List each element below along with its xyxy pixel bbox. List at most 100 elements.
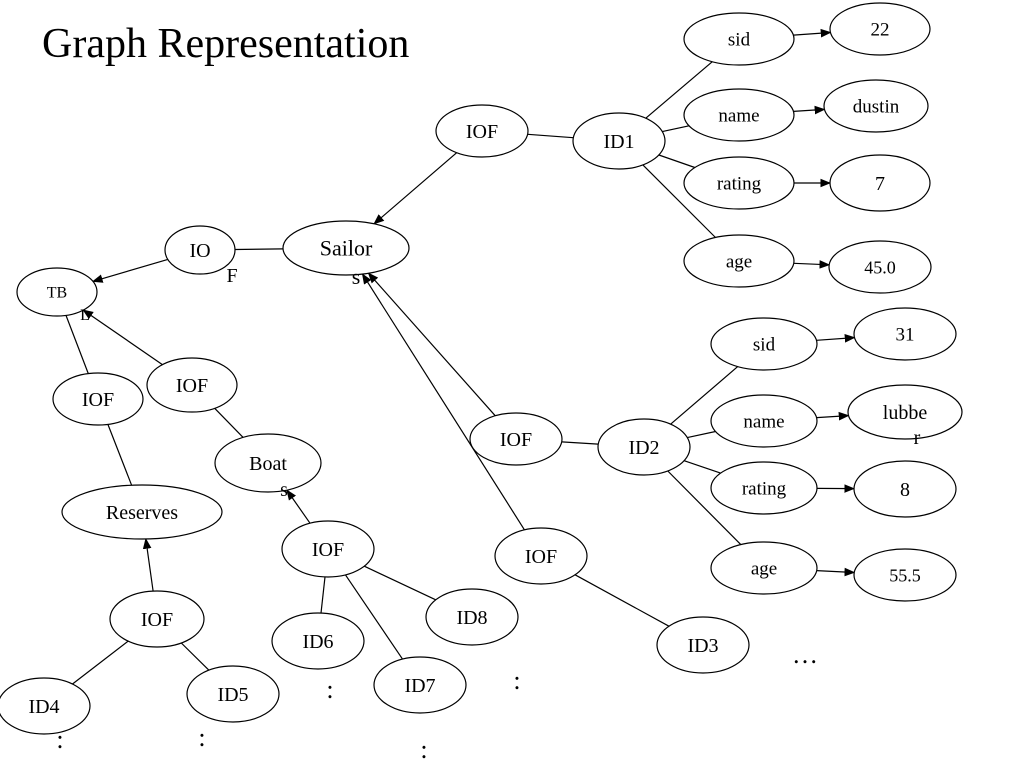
continuation-colon_id8: : xyxy=(513,666,520,695)
edge-sid1-to-v22 xyxy=(793,28,832,38)
node-v22-shape xyxy=(829,2,931,56)
node-id2-shape xyxy=(597,418,691,476)
node-vdustin-label: dustin xyxy=(853,97,900,118)
node-id6-shape xyxy=(271,612,365,670)
node-age1: age xyxy=(683,234,795,288)
node-rating1: rating xyxy=(683,156,795,210)
node-iof_res: IOF xyxy=(109,590,205,648)
node-tbl-label: TB xyxy=(47,285,67,302)
continuation-colon_id4: : xyxy=(56,725,63,754)
node-id4-label: ID4 xyxy=(28,696,59,718)
edge-id2-to-rating2 xyxy=(683,460,721,474)
node-v8: 8 xyxy=(853,460,957,518)
node-iof_id3-label: IOF xyxy=(525,546,557,568)
edge-iof_tbl_boats-to-boats xyxy=(214,407,244,438)
node-boats-label-wrap: s xyxy=(280,479,288,501)
node-name1-label: name xyxy=(718,106,759,127)
node-id7-shape xyxy=(373,656,467,714)
node-vlubber-label: lubbe xyxy=(883,402,928,424)
node-id1-label: ID1 xyxy=(603,131,634,153)
node-name2-shape xyxy=(710,394,818,448)
node-v8-label: 8 xyxy=(900,479,910,501)
node-iof_boats-shape xyxy=(281,520,375,578)
node-tbl-shape xyxy=(16,267,98,317)
node-v22-label: 22 xyxy=(871,20,890,41)
node-reserves-shape xyxy=(61,484,223,540)
edge-iof_res-to-reserves xyxy=(142,537,154,592)
node-age2-label: age xyxy=(751,559,777,580)
node-age1-label: age xyxy=(726,252,752,273)
edge-age2-to-v555 xyxy=(816,567,856,577)
node-iof_tbl_reserves-label: IOF xyxy=(82,389,114,411)
node-boats-shape xyxy=(214,433,322,493)
edge-iof_tbl_reserves-to-reserves xyxy=(107,424,133,486)
node-id3-label: ID3 xyxy=(687,635,718,657)
node-iof_tbl_boats-label: IOF xyxy=(176,375,208,397)
node-sid2-label: sid xyxy=(753,335,776,356)
node-v7: 7 xyxy=(829,154,931,212)
node-iof_tbl_sailors-label: IO xyxy=(189,240,210,262)
node-iof_id3-shape xyxy=(494,527,588,585)
node-name1-shape xyxy=(683,88,795,142)
node-v555: 55.5 xyxy=(853,548,957,602)
node-v8-shape xyxy=(853,460,957,518)
node-rating2-label: rating xyxy=(742,479,787,500)
edge-id1-to-rating1 xyxy=(658,154,695,169)
continuation-colon_id6: : xyxy=(326,675,333,704)
node-rating1-label: rating xyxy=(717,174,762,195)
node-iof_top-label: IOF xyxy=(466,121,498,143)
edge-iof_boats-to-id8 xyxy=(364,565,436,601)
edge-iof_res-to-id4 xyxy=(72,640,129,685)
edge-iof_boats-to-id6 xyxy=(320,576,326,614)
node-sid1: sid xyxy=(683,12,795,66)
node-iof_top-shape xyxy=(435,104,529,158)
edge-id1-to-age1 xyxy=(642,164,716,238)
edge-sid2-to-v31 xyxy=(816,333,856,343)
node-sailors-shape xyxy=(282,220,410,276)
node-reserves-label: Reserves xyxy=(106,502,178,524)
node-age2-shape xyxy=(710,541,818,595)
edge-id1-to-name1 xyxy=(662,125,690,133)
node-boats: Boat s xyxy=(214,433,322,501)
node-rating2-shape xyxy=(710,461,818,515)
node-iof_tbl_boats-shape xyxy=(146,357,238,413)
edge-iof_id2-to-id2 xyxy=(561,441,599,445)
node-boats-label: Boat xyxy=(249,453,287,475)
node-reserves: Reserves xyxy=(61,484,223,540)
node-id3: ID3 xyxy=(656,616,750,674)
node-v31-label: 31 xyxy=(896,325,915,346)
node-v45-label: 45.0 xyxy=(864,257,896,277)
edge-iof_tbl_sailors-to-sailors xyxy=(234,248,284,251)
node-name1: name xyxy=(683,88,795,142)
edge-iof_id2-to-sailors xyxy=(367,272,496,417)
node-id5: ID5 xyxy=(186,665,280,723)
node-id4: ID4 xyxy=(0,677,91,735)
node-sailors-label: Sailor xyxy=(320,236,373,261)
node-id5-label: ID5 xyxy=(217,684,248,706)
node-sid1-shape xyxy=(683,12,795,66)
edge-id1-to-sid1 xyxy=(645,61,713,119)
node-id2: ID2 xyxy=(597,418,691,476)
node-iof_id2-shape xyxy=(469,412,563,466)
node-id8-shape xyxy=(425,588,519,646)
node-iof_id3: IOF xyxy=(494,527,588,585)
node-name2: name xyxy=(710,394,818,448)
node-iof_tbl_reserves: IOF xyxy=(52,372,144,426)
node-sid2: sid xyxy=(710,317,818,371)
node-vdustin-shape xyxy=(823,79,929,133)
node-iof_top: IOF xyxy=(435,104,529,158)
node-v22: 22 xyxy=(829,2,931,56)
edge-iof_id3-to-sailors xyxy=(361,273,526,531)
node-v45-shape xyxy=(828,240,932,294)
node-iof_id2: IOF xyxy=(469,412,563,466)
continuation-colon_id5: : xyxy=(198,723,205,752)
node-iof_tbl_sailors-shape xyxy=(164,225,236,275)
edge-name2-to-vlubber xyxy=(816,411,850,421)
edge-iof_top-to-id1 xyxy=(527,133,574,139)
edge-id2-to-sid2 xyxy=(670,366,739,425)
node-vlubber-shape xyxy=(847,384,963,440)
node-tbl-label-wrap: L xyxy=(80,307,90,324)
